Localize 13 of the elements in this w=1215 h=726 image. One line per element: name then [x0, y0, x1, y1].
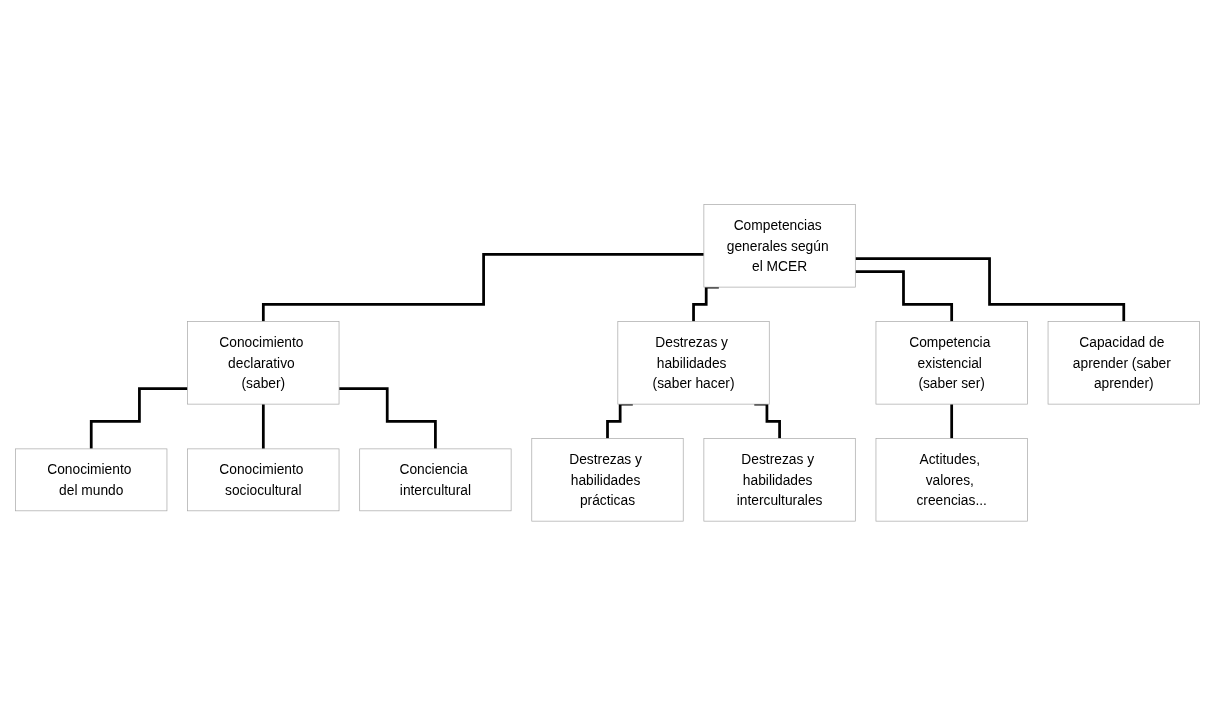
- connector: [89, 387, 188, 451]
- node-box: Conocimiento declarativo (saber): [187, 321, 340, 405]
- node-box: Conocimiento sociocultural: [187, 448, 340, 512]
- node-box: Destrezas y habilidades (saber hacer): [617, 321, 770, 405]
- node-box: Destrezas y habilidades prácticas: [531, 438, 684, 522]
- node-box: Conciencia intercultural: [359, 448, 512, 512]
- node-box: Capacidad de aprender (saber aprender): [1047, 321, 1200, 405]
- node-box: Destrezas y habilidades interculturales: [703, 438, 856, 522]
- connector: [339, 387, 437, 451]
- node-box: Conocimiento del mundo: [15, 448, 168, 512]
- node-box: Competencia existencial (saber ser): [875, 321, 1028, 405]
- node-box: Competencias generales según el MCER: [703, 204, 856, 288]
- node-box: Actitudes, valores, creencias...: [875, 438, 1028, 522]
